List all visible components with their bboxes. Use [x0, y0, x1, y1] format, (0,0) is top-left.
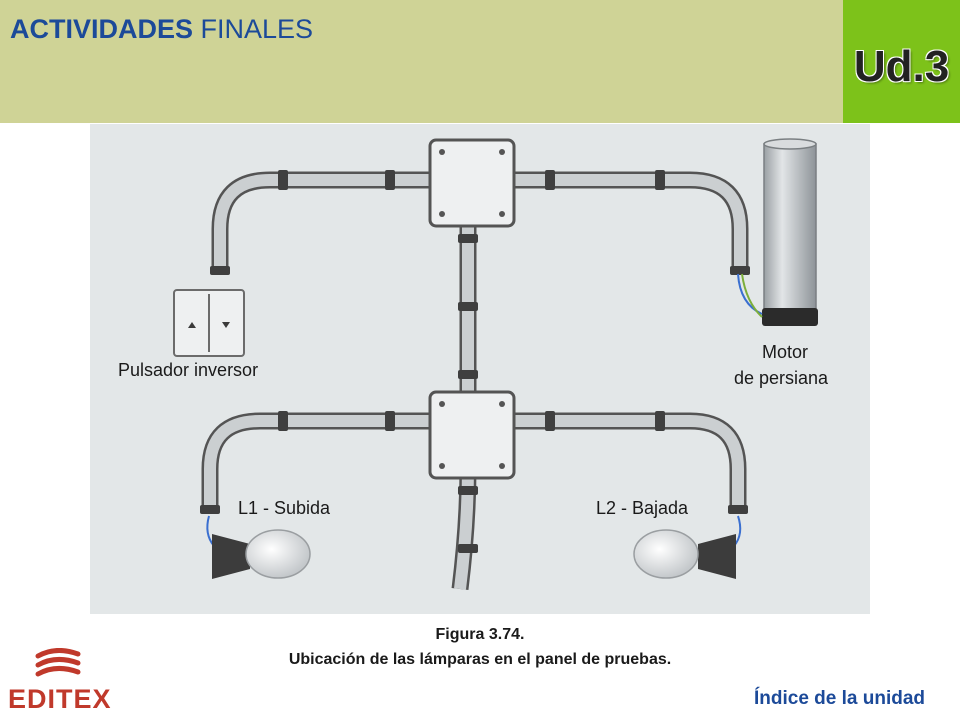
- figure-caption-number: Figura 3.74.: [435, 626, 525, 643]
- page-title: ACTIVIDADES FINALES: [10, 14, 313, 45]
- label-lamp-l2: L2 - Bajada: [596, 498, 689, 518]
- unit-badge: Ud.3: [843, 0, 960, 123]
- label-pulsador: Pulsador inversor: [118, 360, 259, 380]
- unit-badge-label: Ud.3: [853, 42, 950, 91]
- title-light: FINALES: [200, 14, 314, 44]
- junction-box-top: [428, 138, 516, 228]
- label-lamp-l1: L1 - Subida: [238, 498, 331, 518]
- index-link[interactable]: Índice de la unidad: [754, 688, 926, 709]
- editex-logo-text: EDITEX: [8, 684, 112, 714]
- pipe-clamps: [200, 170, 750, 553]
- label-motor-line1: Motor: [762, 342, 809, 362]
- switch-icon: [173, 289, 245, 357]
- figure-caption-text: Ubicación de las lámparas en el panel de…: [288, 651, 672, 668]
- lamp-l2-icon: [633, 515, 742, 579]
- editex-logo: EDITEX: [8, 648, 118, 718]
- junction-box-bottom: [428, 390, 516, 480]
- wiring-diagram-drawing: [173, 138, 818, 591]
- label-motor-line2: de persiana: [734, 368, 829, 388]
- title-strong: ACTIVIDADES: [10, 14, 194, 44]
- lamp-l1-icon: [206, 515, 311, 579]
- wiring-diagram: Pulsador inversor Motor de persiana L1 -…: [90, 124, 870, 614]
- editex-books-icon: [35, 648, 81, 677]
- motor-icon: [737, 138, 818, 326]
- header-bar: ACTIVIDADES FINALES: [0, 0, 843, 123]
